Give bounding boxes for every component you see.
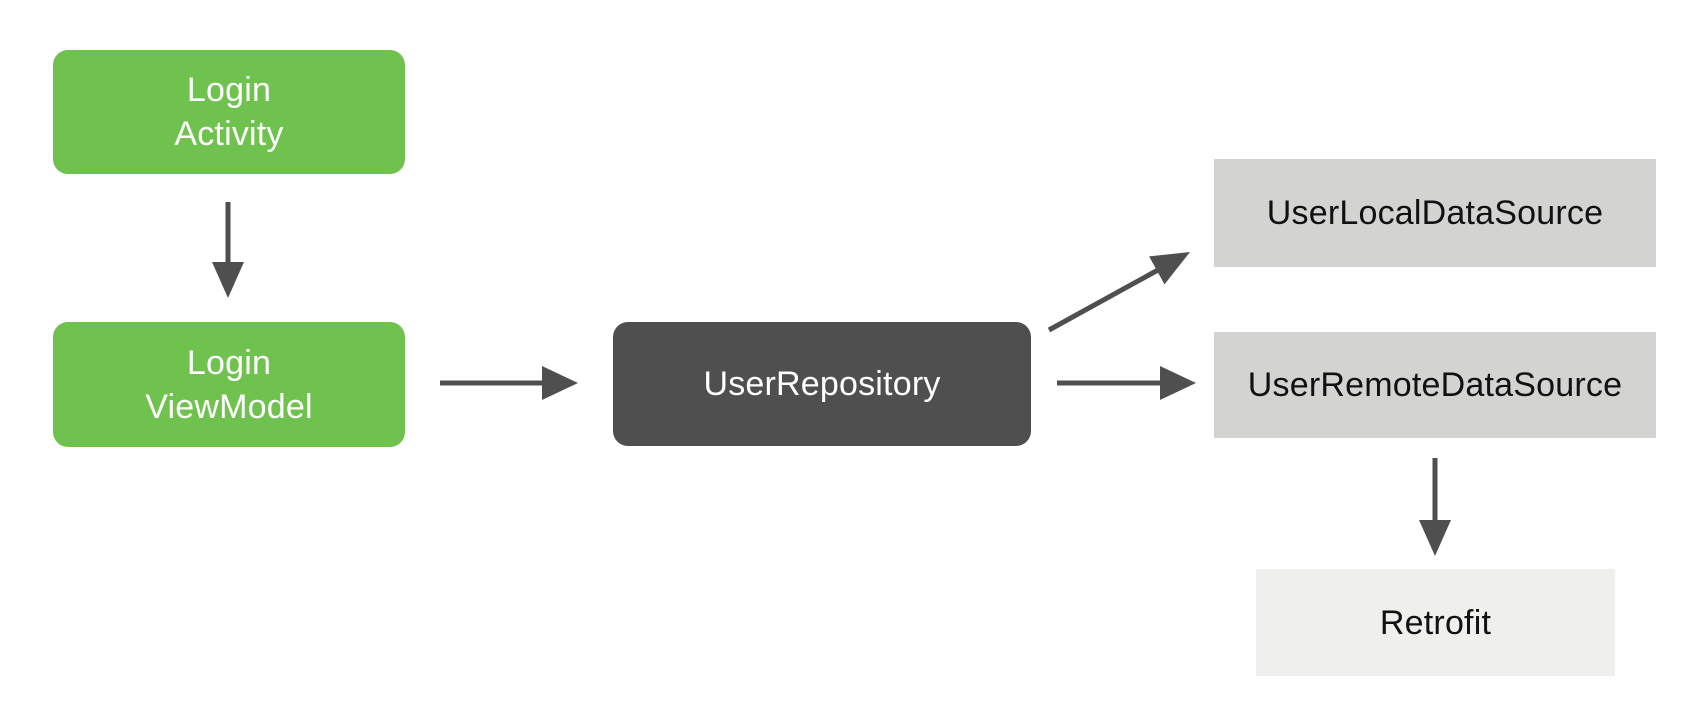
node-user-repository: UserRepository: [613, 322, 1031, 446]
node-login-activity-label: Login Activity: [174, 71, 284, 153]
node-user-repository-label: UserRepository: [703, 365, 941, 403]
node-retrofit-label: Retrofit: [1379, 603, 1492, 642]
arrow-user-repository-to-user-local-datasource: [1047, 252, 1190, 333]
node-user-local-datasource-label: UserLocalDataSource: [1266, 194, 1604, 232]
arrow-user-repository-to-user-remote-datasource: [1057, 366, 1196, 400]
node-login-viewmodel: Login ViewModel: [53, 322, 405, 447]
node-login-viewmodel-label: Login ViewModel: [145, 343, 313, 426]
node-user-remote-datasource: UserRemoteDataSource: [1214, 332, 1656, 438]
arrow-login-viewmodel-to-user-repository: [440, 366, 578, 400]
node-login-activity: Login Activity: [53, 50, 405, 174]
node-user-remote-datasource-label: UserRemoteDataSource: [1247, 366, 1623, 404]
node-user-local-datasource: UserLocalDataSource: [1214, 159, 1656, 267]
arrow-user-remote-datasource-to-retrofit: [1419, 458, 1451, 556]
node-retrofit: Retrofit: [1256, 569, 1615, 676]
arrow-login-activity-to-login-viewmodel: [212, 202, 244, 298]
